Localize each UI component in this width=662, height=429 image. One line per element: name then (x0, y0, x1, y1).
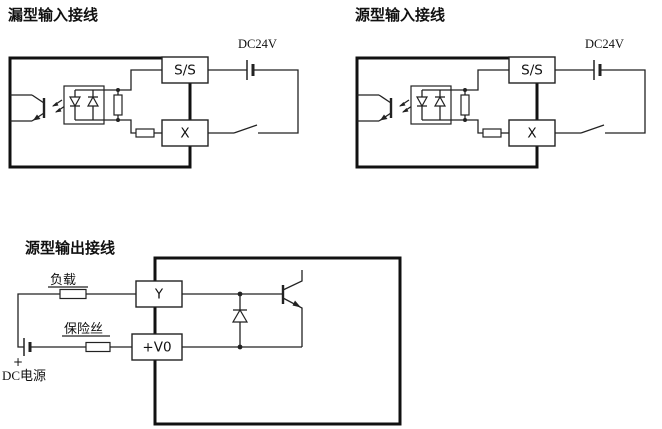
junction-dot (116, 118, 120, 122)
plc-frame (8, 56, 192, 169)
sink-input-diagram: 漏型输入接线 (8, 6, 299, 169)
input-resistor (460, 94, 470, 116)
terminal-ss-box (508, 56, 556, 84)
input-switch (555, 124, 605, 134)
light-arrow-icon (52, 102, 59, 107)
terminals: S/S X (161, 56, 209, 147)
fuse-label: 保险丝 (64, 321, 103, 336)
switch-blade-icon (580, 124, 605, 134)
freewheel-diode (231, 294, 249, 347)
switch-blade-icon (233, 124, 258, 134)
plus-sign: + (13, 355, 23, 369)
terminal-v0-label: +V0 (142, 340, 171, 356)
power-source: DC24V (555, 37, 646, 134)
terminal-x-box (508, 119, 556, 147)
terminal-ss-box (161, 56, 209, 84)
light-arrow-icon (402, 108, 409, 113)
power-label: DC24V (585, 37, 624, 51)
optocoupler (10, 85, 105, 125)
diagram-title: 源型输出接线 (25, 239, 115, 257)
internal-wiring (422, 69, 509, 138)
load-branch: 负载 (17, 272, 136, 348)
load-resistor (59, 288, 87, 300)
dc-power-source: + DC电源 (2, 338, 46, 383)
internal-output-circuit (182, 270, 303, 350)
terminal-ss-label: S/S (174, 63, 196, 79)
load-label: 负载 (50, 272, 76, 287)
emitter-arrow-icon (380, 114, 388, 121)
terminals: S/S X (508, 56, 556, 147)
diode-icon (415, 96, 429, 108)
junction-dot (463, 88, 467, 92)
input-switch (208, 124, 258, 134)
terminal-x-label: X (180, 126, 189, 142)
source-input-diagram: 源型输入接线 (355, 6, 646, 169)
source-output-diagram: 源型输出接线 负载 + DC电源 保险丝 Y +V0 (2, 239, 402, 426)
diagram-title: 漏型输入接线 (8, 6, 98, 24)
terminals: Y +V0 (131, 280, 183, 361)
light-arrow-icon (55, 108, 62, 113)
power-label: DC24V (238, 37, 277, 51)
emitter-arrow-icon (292, 300, 301, 308)
terminal-y-label: Y (154, 287, 164, 303)
plc-frame (355, 56, 539, 169)
diagram-title: 源型输入接线 (355, 6, 445, 24)
input-resistor (113, 94, 123, 116)
terminal-x-label: X (527, 126, 536, 142)
terminal-y-box (135, 280, 183, 308)
fuse (85, 341, 111, 353)
junction-dot (116, 88, 120, 92)
series-resistor (135, 128, 155, 138)
power-source: DC24V (208, 37, 299, 134)
optocoupler (357, 85, 452, 125)
diode-icon (231, 308, 249, 323)
emitter-arrow-icon (33, 114, 41, 121)
dc-power-label: DC电源 (2, 368, 46, 383)
output-transistor (281, 270, 303, 347)
diode-icon (68, 96, 82, 108)
internal-wiring (75, 69, 162, 138)
junction-dot (463, 118, 467, 122)
series-resistor (482, 128, 502, 138)
light-arrow-icon (399, 102, 406, 107)
terminal-ss-label: S/S (521, 63, 543, 79)
plc-frame (153, 256, 402, 426)
fuse-branch: 保险丝 (30, 321, 132, 353)
